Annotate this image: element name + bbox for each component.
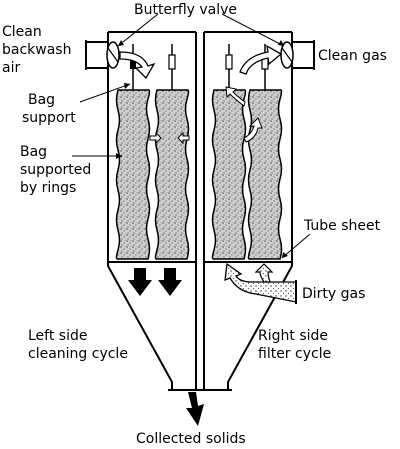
bag-3 — [211, 89, 247, 260]
backwash-duct — [85, 40, 108, 70]
bag-rings-line-2: supported — [20, 162, 91, 178]
dirty-gas-label: Dirty gas — [302, 286, 365, 302]
right-bags — [211, 89, 283, 260]
bag-support-label: Bag support — [22, 92, 76, 126]
bag-support-line-2: support — [22, 110, 76, 126]
clean-backwash-air-label: Clean backwash air — [2, 24, 76, 76]
dust-arrows — [128, 268, 182, 296]
bag-support-line-1: Bag — [28, 92, 55, 108]
collected-solids-arrow — [186, 392, 204, 426]
right-side-line-1: Right side — [258, 328, 328, 344]
gas-flow-arrow-2 — [243, 117, 263, 143]
left-valve-plate — [107, 47, 119, 63]
left-side-line-2: cleaning cycle — [28, 346, 128, 362]
dirty-gas-flow — [224, 262, 297, 303]
leader-arrowheads — [116, 40, 288, 258]
clean-backwash-air-line-3: air — [2, 60, 20, 76]
gas-flow-arrow-1 — [225, 86, 246, 107]
bag-rings-line-1: Bag — [20, 144, 47, 160]
backwash-air-arrow — [119, 51, 156, 80]
right-valve-plate — [281, 47, 293, 63]
collected-solids-label: Collected solids — [136, 431, 246, 447]
discharge-outlet — [168, 382, 232, 391]
left-side-label: Left side cleaning cycle — [28, 328, 128, 362]
left-side-line-1: Left side — [28, 328, 87, 344]
dirty-gas-arrow-2 — [254, 263, 274, 283]
bag-4 — [247, 89, 283, 260]
bag-supported-by-rings-label: Bag supported by rings — [20, 144, 96, 196]
bag-rings-line-3: by rings — [20, 180, 76, 196]
right-side-line-2: filter cycle — [258, 346, 331, 362]
bag-2 — [154, 89, 190, 260]
bag-supports — [130, 44, 269, 90]
clean-backwash-air-line-2: backwash — [2, 42, 71, 58]
left-bags — [115, 89, 190, 260]
clean-gas-duct — [292, 40, 315, 70]
clean-backwash-air-line-1: Clean — [2, 24, 42, 40]
bag-1 — [115, 89, 151, 260]
tube-sheet-label: Tube sheet — [303, 218, 381, 234]
right-side-label: Right side filter cycle — [258, 328, 332, 362]
clean-gas-label: Clean gas — [318, 48, 387, 64]
leader-lines — [72, 13, 311, 259]
clean-gas-arrow — [239, 44, 283, 75]
inflow-arrows — [149, 131, 190, 145]
butterfly-valve-label: Butterfly valve — [134, 2, 237, 18]
